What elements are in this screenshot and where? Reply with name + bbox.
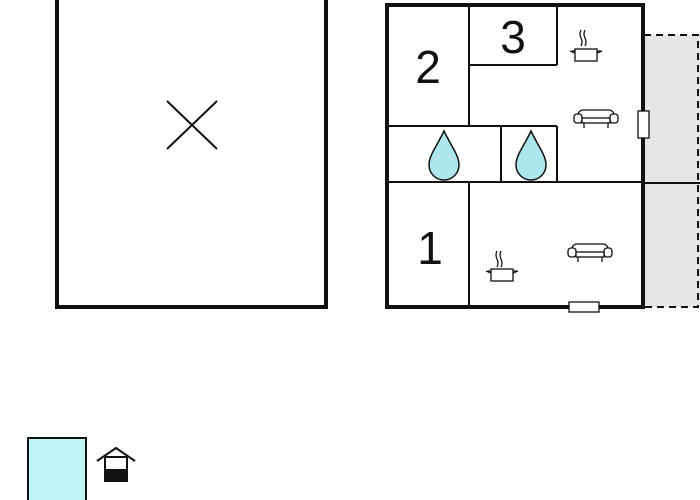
outbuilding-outline [55,0,328,309]
main-house: 2 3 1 [385,3,650,313]
room-3-label: 3 [500,11,526,63]
terrace [644,34,700,308]
cooking-pot-icon [485,250,519,282]
terrace-area [644,35,700,307]
room-2-label: 2 [415,41,441,93]
water-drop-icon [515,129,547,181]
terrace-dashed-outline [644,34,699,308]
sofa-icon [573,109,619,128]
door-icon [637,110,650,139]
interior-walls [387,5,643,307]
sofa-icon [567,243,613,262]
outbuilding [55,0,328,309]
room-1-label: 1 [417,222,443,274]
cooking-pot-icon [569,29,603,62]
x-mark-icon [166,100,218,150]
house-icon [96,446,136,482]
door-icon [568,301,600,313]
legend-swatch [27,437,87,500]
legend [27,437,136,500]
water-drop-icon [428,129,460,181]
